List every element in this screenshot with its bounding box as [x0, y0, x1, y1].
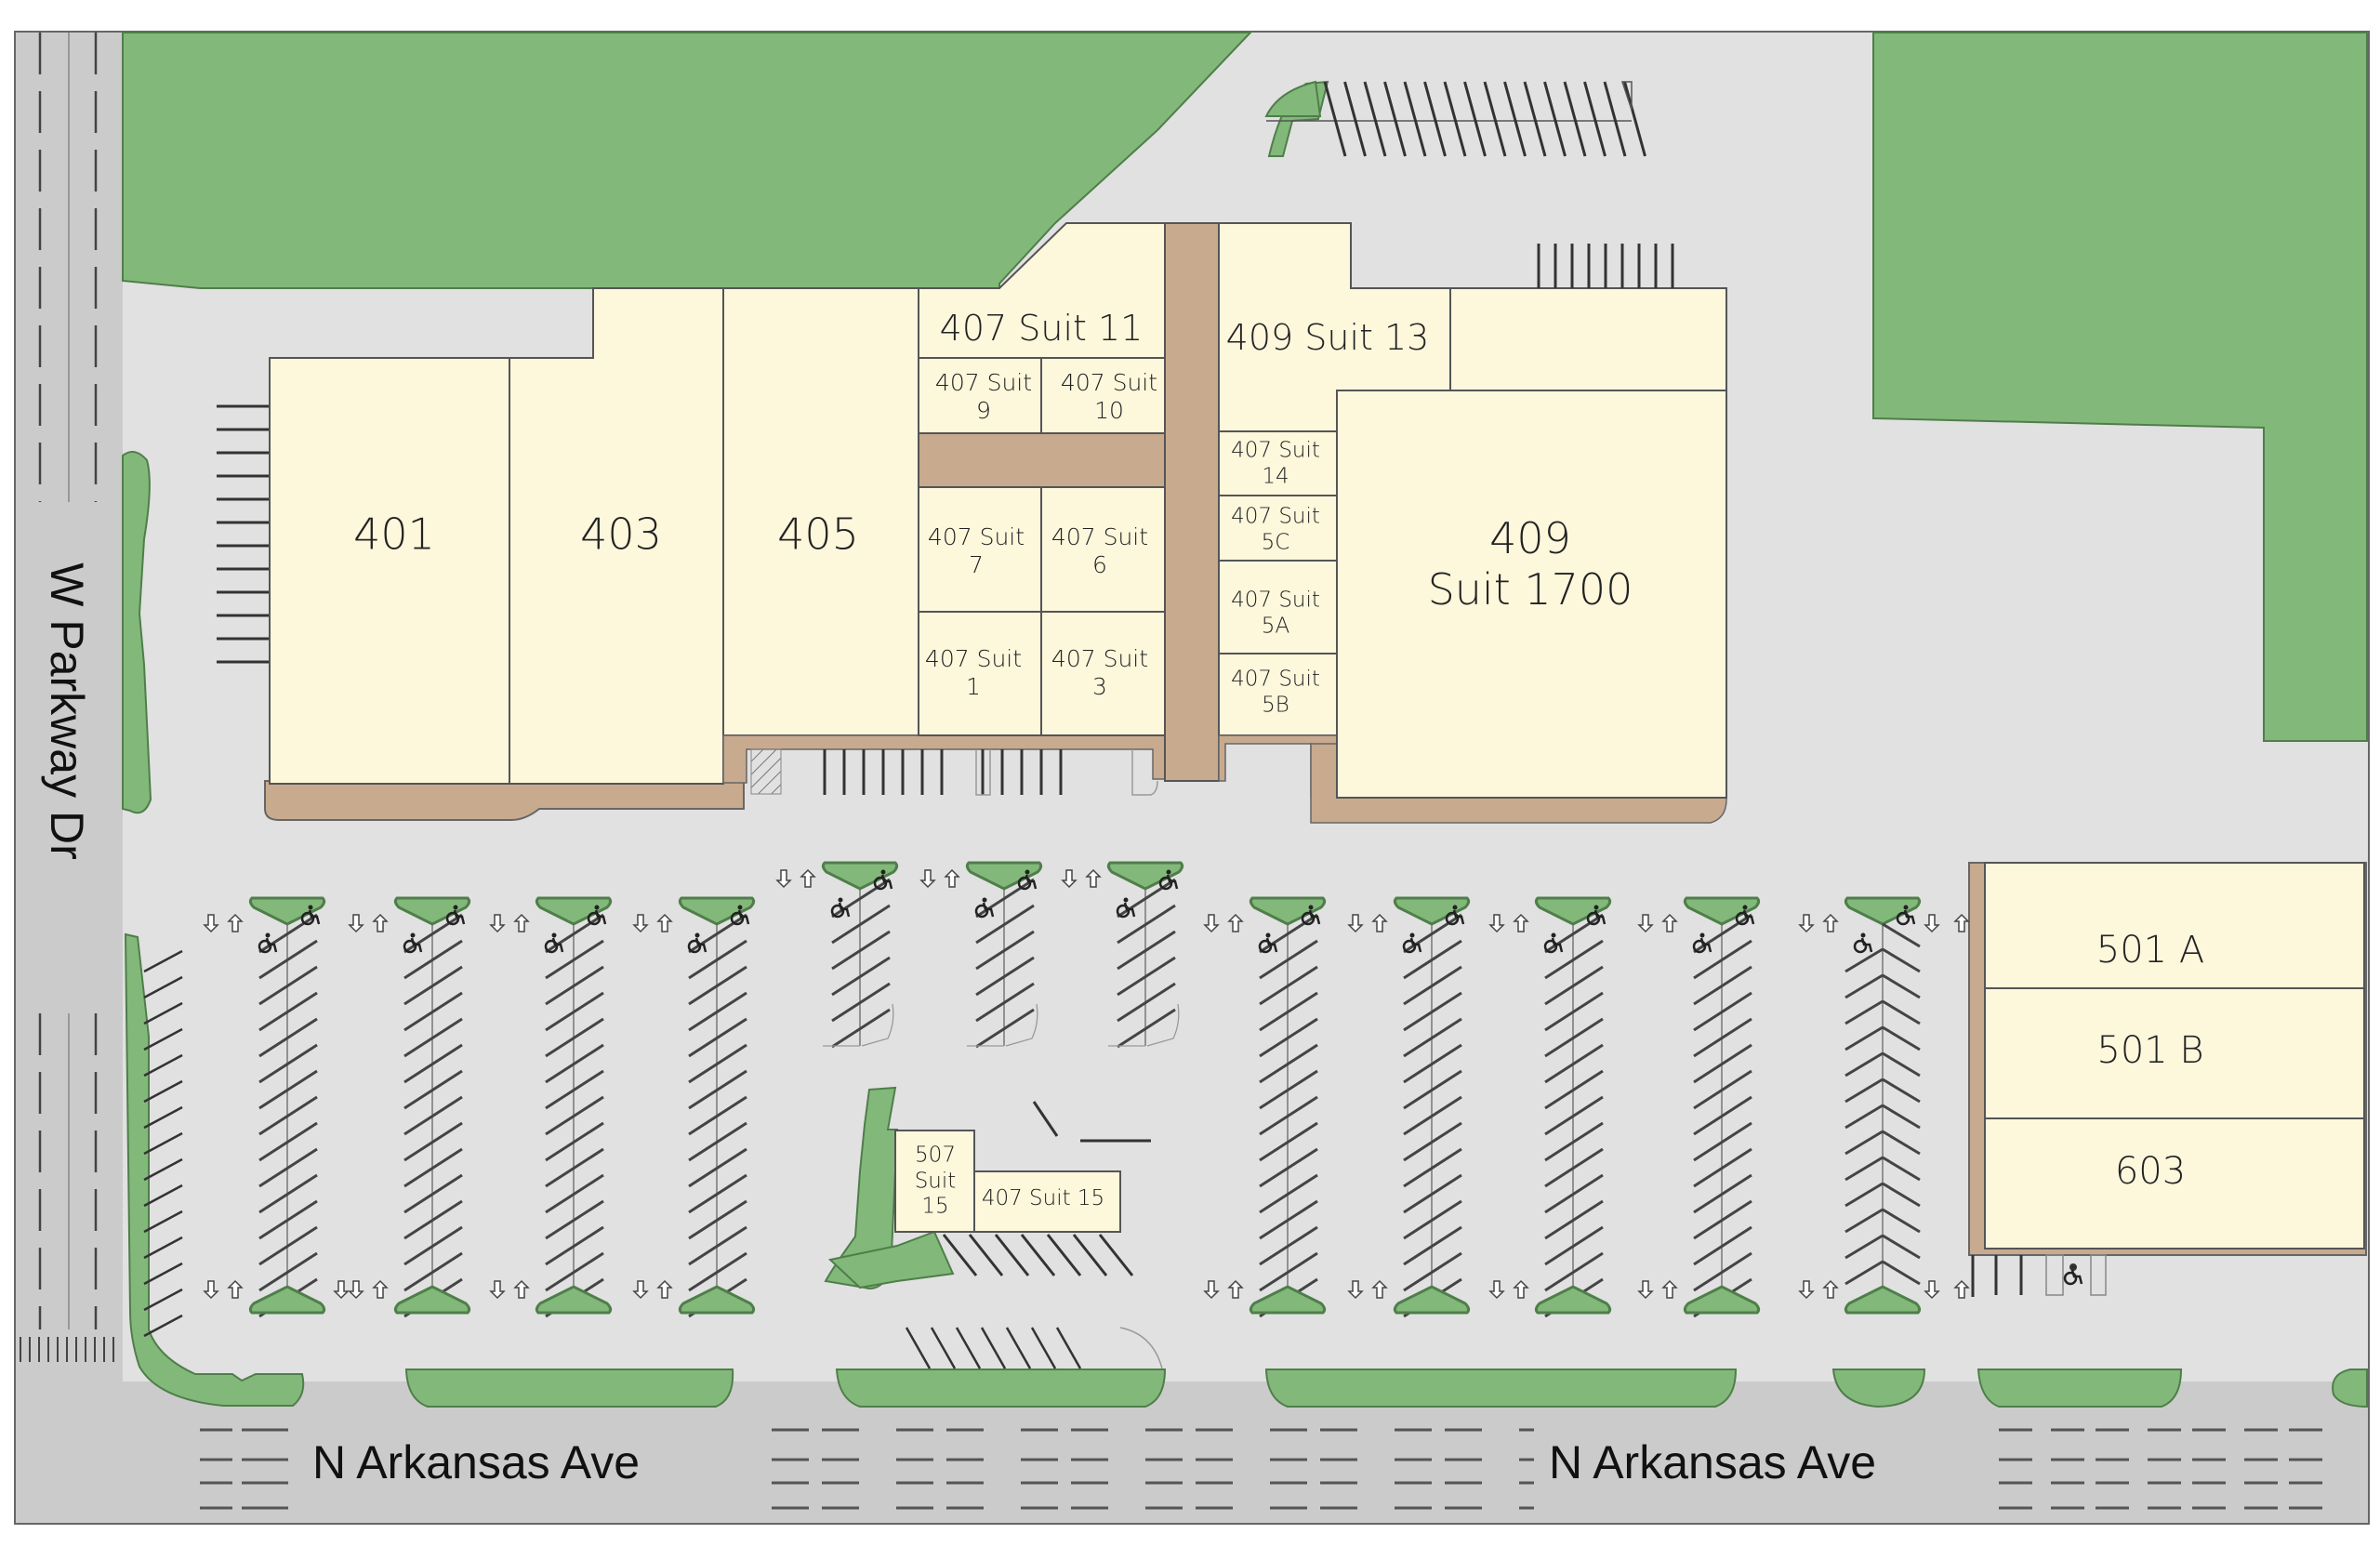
- unit-407-suit-10-label[interactable]: 407 Suit 10: [1060, 369, 1158, 424]
- unit-407-suit-6-label[interactable]: 407 Suit 6: [1051, 523, 1149, 578]
- parking-stripes-east: [1971, 1254, 2107, 1297]
- unit-407-suit-14-label[interactable]: 407 Suit 14: [1231, 438, 1320, 488]
- unit-401-label[interactable]: 401: [353, 509, 435, 560]
- parking-island-row: [1348, 896, 1471, 1318]
- building-south-center: [824, 1086, 1121, 1289]
- unit-603-label[interactable]: 603: [2114, 1150, 2187, 1193]
- building-east: [1968, 862, 2367, 1256]
- parking-island-row: [1489, 896, 1612, 1318]
- parking-island-row: [349, 896, 471, 1318]
- parking-island-row: [1204, 896, 1327, 1318]
- green-area-northeast: [1872, 32, 2368, 742]
- parking-stripes-curb-west: [143, 949, 183, 1338]
- parking-stripes-west: [217, 404, 269, 664]
- parking-stripes-center: [823, 749, 1158, 796]
- unit-501b-label[interactable]: 501 B: [2096, 1029, 2204, 1072]
- parking-island-row: [1062, 861, 1184, 1049]
- parking-island-row: [776, 861, 899, 1049]
- grass-islands-south: [404, 1368, 2368, 1408]
- road-lane-markings-south: [200, 1428, 2324, 1510]
- grass-curb-southwest: [124, 932, 305, 1407]
- parking-island-row: [1638, 896, 1761, 1318]
- unit-407-suit-5c-label[interactable]: 407 Suit 5C: [1231, 504, 1320, 554]
- unit-407-suit-5a-label[interactable]: 407 Suit 5A: [1231, 588, 1320, 638]
- parking-island-row: [920, 861, 1043, 1049]
- parking-island-row: [1799, 896, 1922, 1315]
- unit-507-suit-15-label[interactable]: 507 Suit 15: [914, 1143, 957, 1219]
- unit-409-suit-1700-label[interactable]: 409 Suit 1700: [1427, 512, 1633, 615]
- building-west: [264, 287, 1168, 821]
- unit-407-suit-7-label[interactable]: 407 Suit 7: [927, 523, 1025, 578]
- parking-islands: [204, 861, 1969, 1318]
- unit-407-suit-1-label[interactable]: 407 Suit 1: [924, 645, 1023, 700]
- parking-island-row: [204, 896, 326, 1318]
- street-label-n-arkansas-left: N Arkansas Ave: [311, 1436, 641, 1488]
- unit-407-suit-15-label[interactable]: 407 Suit 15: [981, 1186, 1105, 1211]
- street-label-n-arkansas-right: N Arkansas Ave: [1548, 1436, 1877, 1488]
- parking-stripes-south: [905, 1101, 1163, 1369]
- parking-island-row: [490, 896, 613, 1318]
- building-409: [1218, 222, 1727, 824]
- road-lane-markings-west: [20, 33, 114, 1362]
- unit-407-suit-9-label[interactable]: 407 Suit 9: [934, 369, 1033, 424]
- unit-407-suit-5b-label[interactable]: 407 Suit 5B: [1231, 667, 1320, 717]
- parking-stripes-409: [1537, 244, 1674, 288]
- street-label-w-parkway: W Parkway Dr: [41, 562, 93, 860]
- unit-403-label[interactable]: 403: [580, 509, 662, 560]
- unit-405-label[interactable]: 405: [777, 509, 859, 560]
- parking-island-row: [633, 896, 756, 1318]
- unit-407-suit-3-label[interactable]: 407 Suit 3: [1051, 645, 1149, 700]
- unit-409-suit-13-label[interactable]: 409 Suit 13: [1225, 317, 1430, 359]
- unit-407-suit-11-label[interactable]: 407 Suit 11: [939, 308, 1144, 350]
- building-407: [918, 222, 1220, 782]
- unit-501a-label[interactable]: 501 A: [2096, 929, 2205, 972]
- north-parking-row: [1264, 80, 1646, 157]
- green-area-north: [122, 32, 1253, 289]
- grass-strip-west: [122, 451, 152, 814]
